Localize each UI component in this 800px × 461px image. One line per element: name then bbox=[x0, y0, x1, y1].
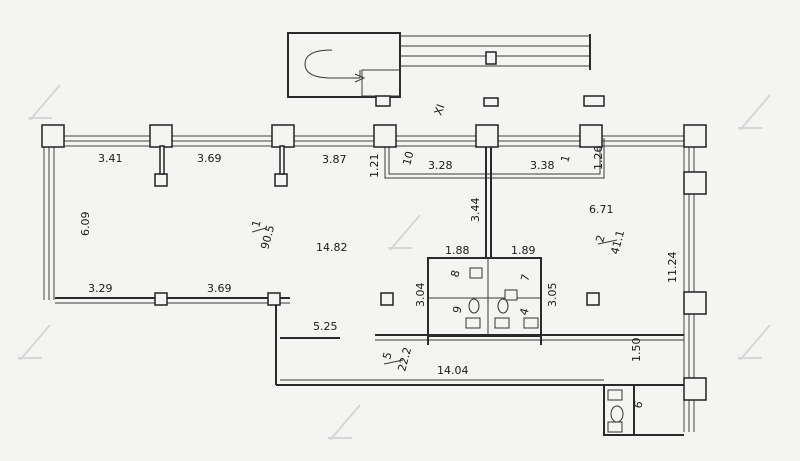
dim-3-28: 3.28 bbox=[428, 159, 453, 172]
dim-3-04: 3.04 bbox=[414, 283, 427, 308]
room-area-2: 41.1 bbox=[608, 229, 627, 256]
room-number-1: 1 bbox=[249, 219, 263, 229]
dim-1-26: 1.26 bbox=[592, 146, 605, 171]
room-number-7: 7 bbox=[518, 273, 532, 283]
left-window-wall bbox=[43, 130, 55, 300]
dim-11-24: 11.24 bbox=[666, 252, 679, 284]
watermark-marks bbox=[18, 84, 771, 441]
sanitary-fixtures bbox=[465, 267, 624, 433]
dim-1-88: 1.88 bbox=[445, 244, 470, 257]
dim-3-41: 3.41 bbox=[98, 152, 123, 165]
room-labels: 1 90.5 2 41.1 5 22.2 8 7 9 4 10 1 6 XI bbox=[249, 102, 645, 409]
dim-1-50: 1.50 bbox=[630, 338, 643, 363]
stair-block bbox=[287, 32, 605, 107]
dim-14-04: 14.04 bbox=[437, 364, 469, 377]
room-number-4: 4 bbox=[517, 307, 531, 317]
room-number-10: 10 bbox=[400, 150, 416, 167]
room-number-5: 5 bbox=[380, 351, 394, 361]
dim-6-09: 6.09 bbox=[79, 212, 92, 237]
dim-3-44: 3.44 bbox=[469, 198, 482, 223]
dim-3-69-top: 3.69 bbox=[197, 152, 222, 165]
room-number-1-small: 1 bbox=[558, 154, 572, 164]
section-mark: XI bbox=[432, 102, 448, 117]
dim-3-38: 3.38 bbox=[530, 159, 555, 172]
inner-walls bbox=[55, 138, 684, 436]
structural-columns bbox=[41, 124, 707, 401]
dim-6-71: 6.71 bbox=[589, 203, 614, 216]
room-number-2: 2 bbox=[593, 234, 607, 244]
dim-1-89: 1.89 bbox=[511, 244, 536, 257]
dim-3-69-bottom: 3.69 bbox=[207, 282, 232, 295]
room-number-9: 9 bbox=[450, 305, 464, 315]
dim-3-29: 3.29 bbox=[88, 282, 113, 295]
dim-1-21: 1.21 bbox=[368, 154, 381, 179]
room-area-1: 90.5 bbox=[258, 224, 277, 251]
room-number-8: 8 bbox=[448, 269, 462, 279]
dim-3-87: 3.87 bbox=[322, 153, 347, 166]
room-number-6: 6 bbox=[631, 400, 645, 410]
dim-3-05: 3.05 bbox=[546, 283, 559, 308]
dim-5-25: 5.25 bbox=[313, 320, 338, 333]
room-area-5: 22.2 bbox=[395, 346, 414, 373]
dimension-labels: 3.41 3.69 3.87 1.21 3.28 3.38 1.26 6.09 … bbox=[79, 146, 679, 378]
dim-14-82: 14.82 bbox=[316, 241, 348, 254]
